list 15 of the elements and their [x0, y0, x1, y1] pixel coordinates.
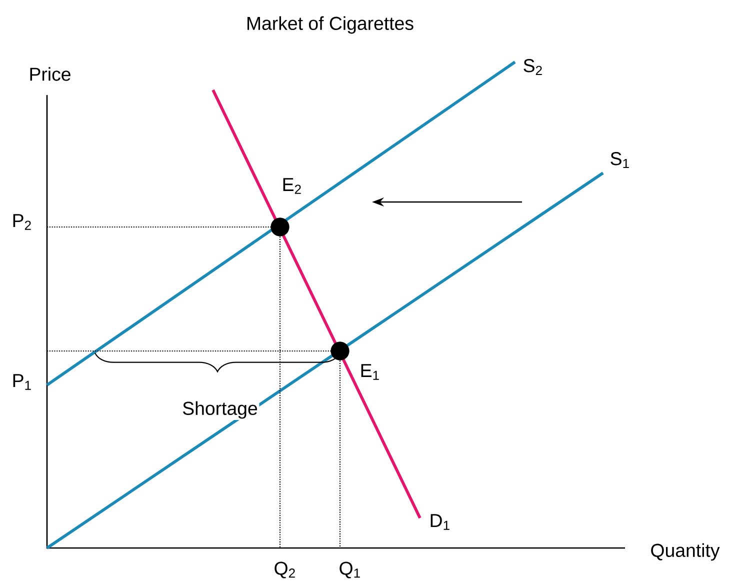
price-label: P$_{1}$: [10, 372, 34, 392]
point-label: E$_{1}$: [361, 364, 379, 380]
shortage-label: Shortage: [180, 400, 260, 420]
curve-label: D$_{1}$: [428, 512, 452, 532]
chart-title: Market of Cigarettes: [248, 16, 414, 34]
equilibrium-point: [270, 218, 290, 236]
quantity-label: Q$_{1}$: [337, 560, 363, 580]
curve-label: S$_{1}$: [608, 150, 632, 170]
curve-label: S$_{2}$: [521, 58, 545, 76]
equilibrium-point: [330, 342, 350, 360]
axis-label: Price: [27, 66, 73, 82]
axis-label: Quantity: [648, 542, 722, 562]
point-label: E$_{2}$: [283, 178, 301, 194]
quantity-label: Q$_{2}$: [272, 560, 298, 580]
price-label: P$_{2}$: [10, 212, 34, 232]
